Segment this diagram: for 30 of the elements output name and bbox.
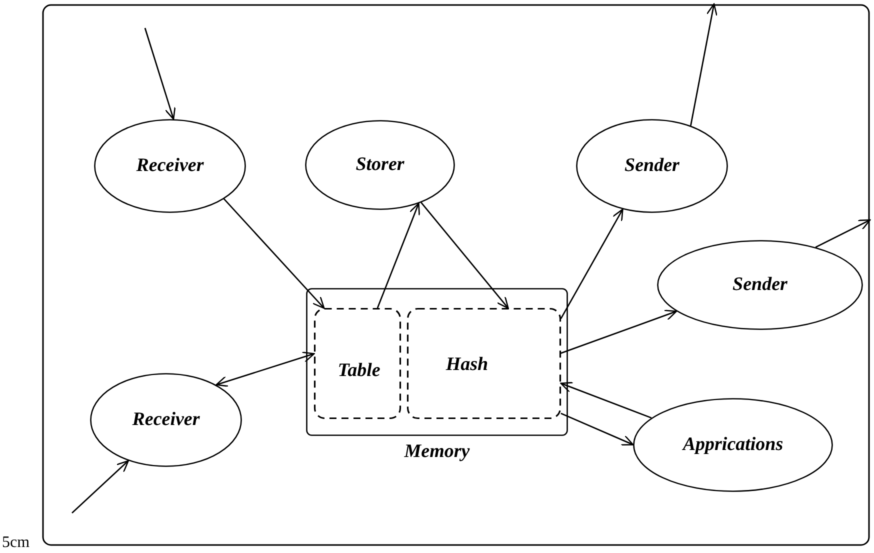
node-label: Storer — [356, 154, 404, 176]
node-label: Receiver — [132, 409, 200, 431]
arrow — [376, 202, 420, 308]
node-label: Receiver — [136, 155, 204, 177]
arrow — [560, 310, 678, 354]
process-ellipse — [576, 119, 728, 213]
arrow — [560, 412, 634, 446]
node-label: Sender — [732, 274, 788, 296]
arrow — [216, 352, 315, 387]
node-label: Hash — [446, 354, 488, 376]
process-ellipse — [657, 240, 863, 330]
node-label: Table — [338, 360, 380, 382]
memory-label: Memory — [404, 441, 470, 463]
process-ellipse — [305, 120, 455, 210]
arrow — [560, 208, 624, 320]
arrow — [815, 219, 871, 248]
arrow — [560, 382, 652, 419]
node-label: Sender — [624, 155, 680, 177]
arrow — [420, 202, 509, 309]
process-ellipse — [90, 373, 242, 467]
dashed-region — [314, 308, 401, 419]
process-ellipse — [633, 398, 833, 492]
arrow — [72, 460, 129, 514]
arrow — [690, 3, 718, 126]
process-ellipse — [94, 119, 246, 213]
arrow — [144, 28, 176, 120]
scale-note: 5cm — [2, 534, 30, 552]
arrow — [223, 198, 325, 309]
dashed-region — [407, 308, 561, 419]
node-label: Apprications — [682, 434, 784, 456]
